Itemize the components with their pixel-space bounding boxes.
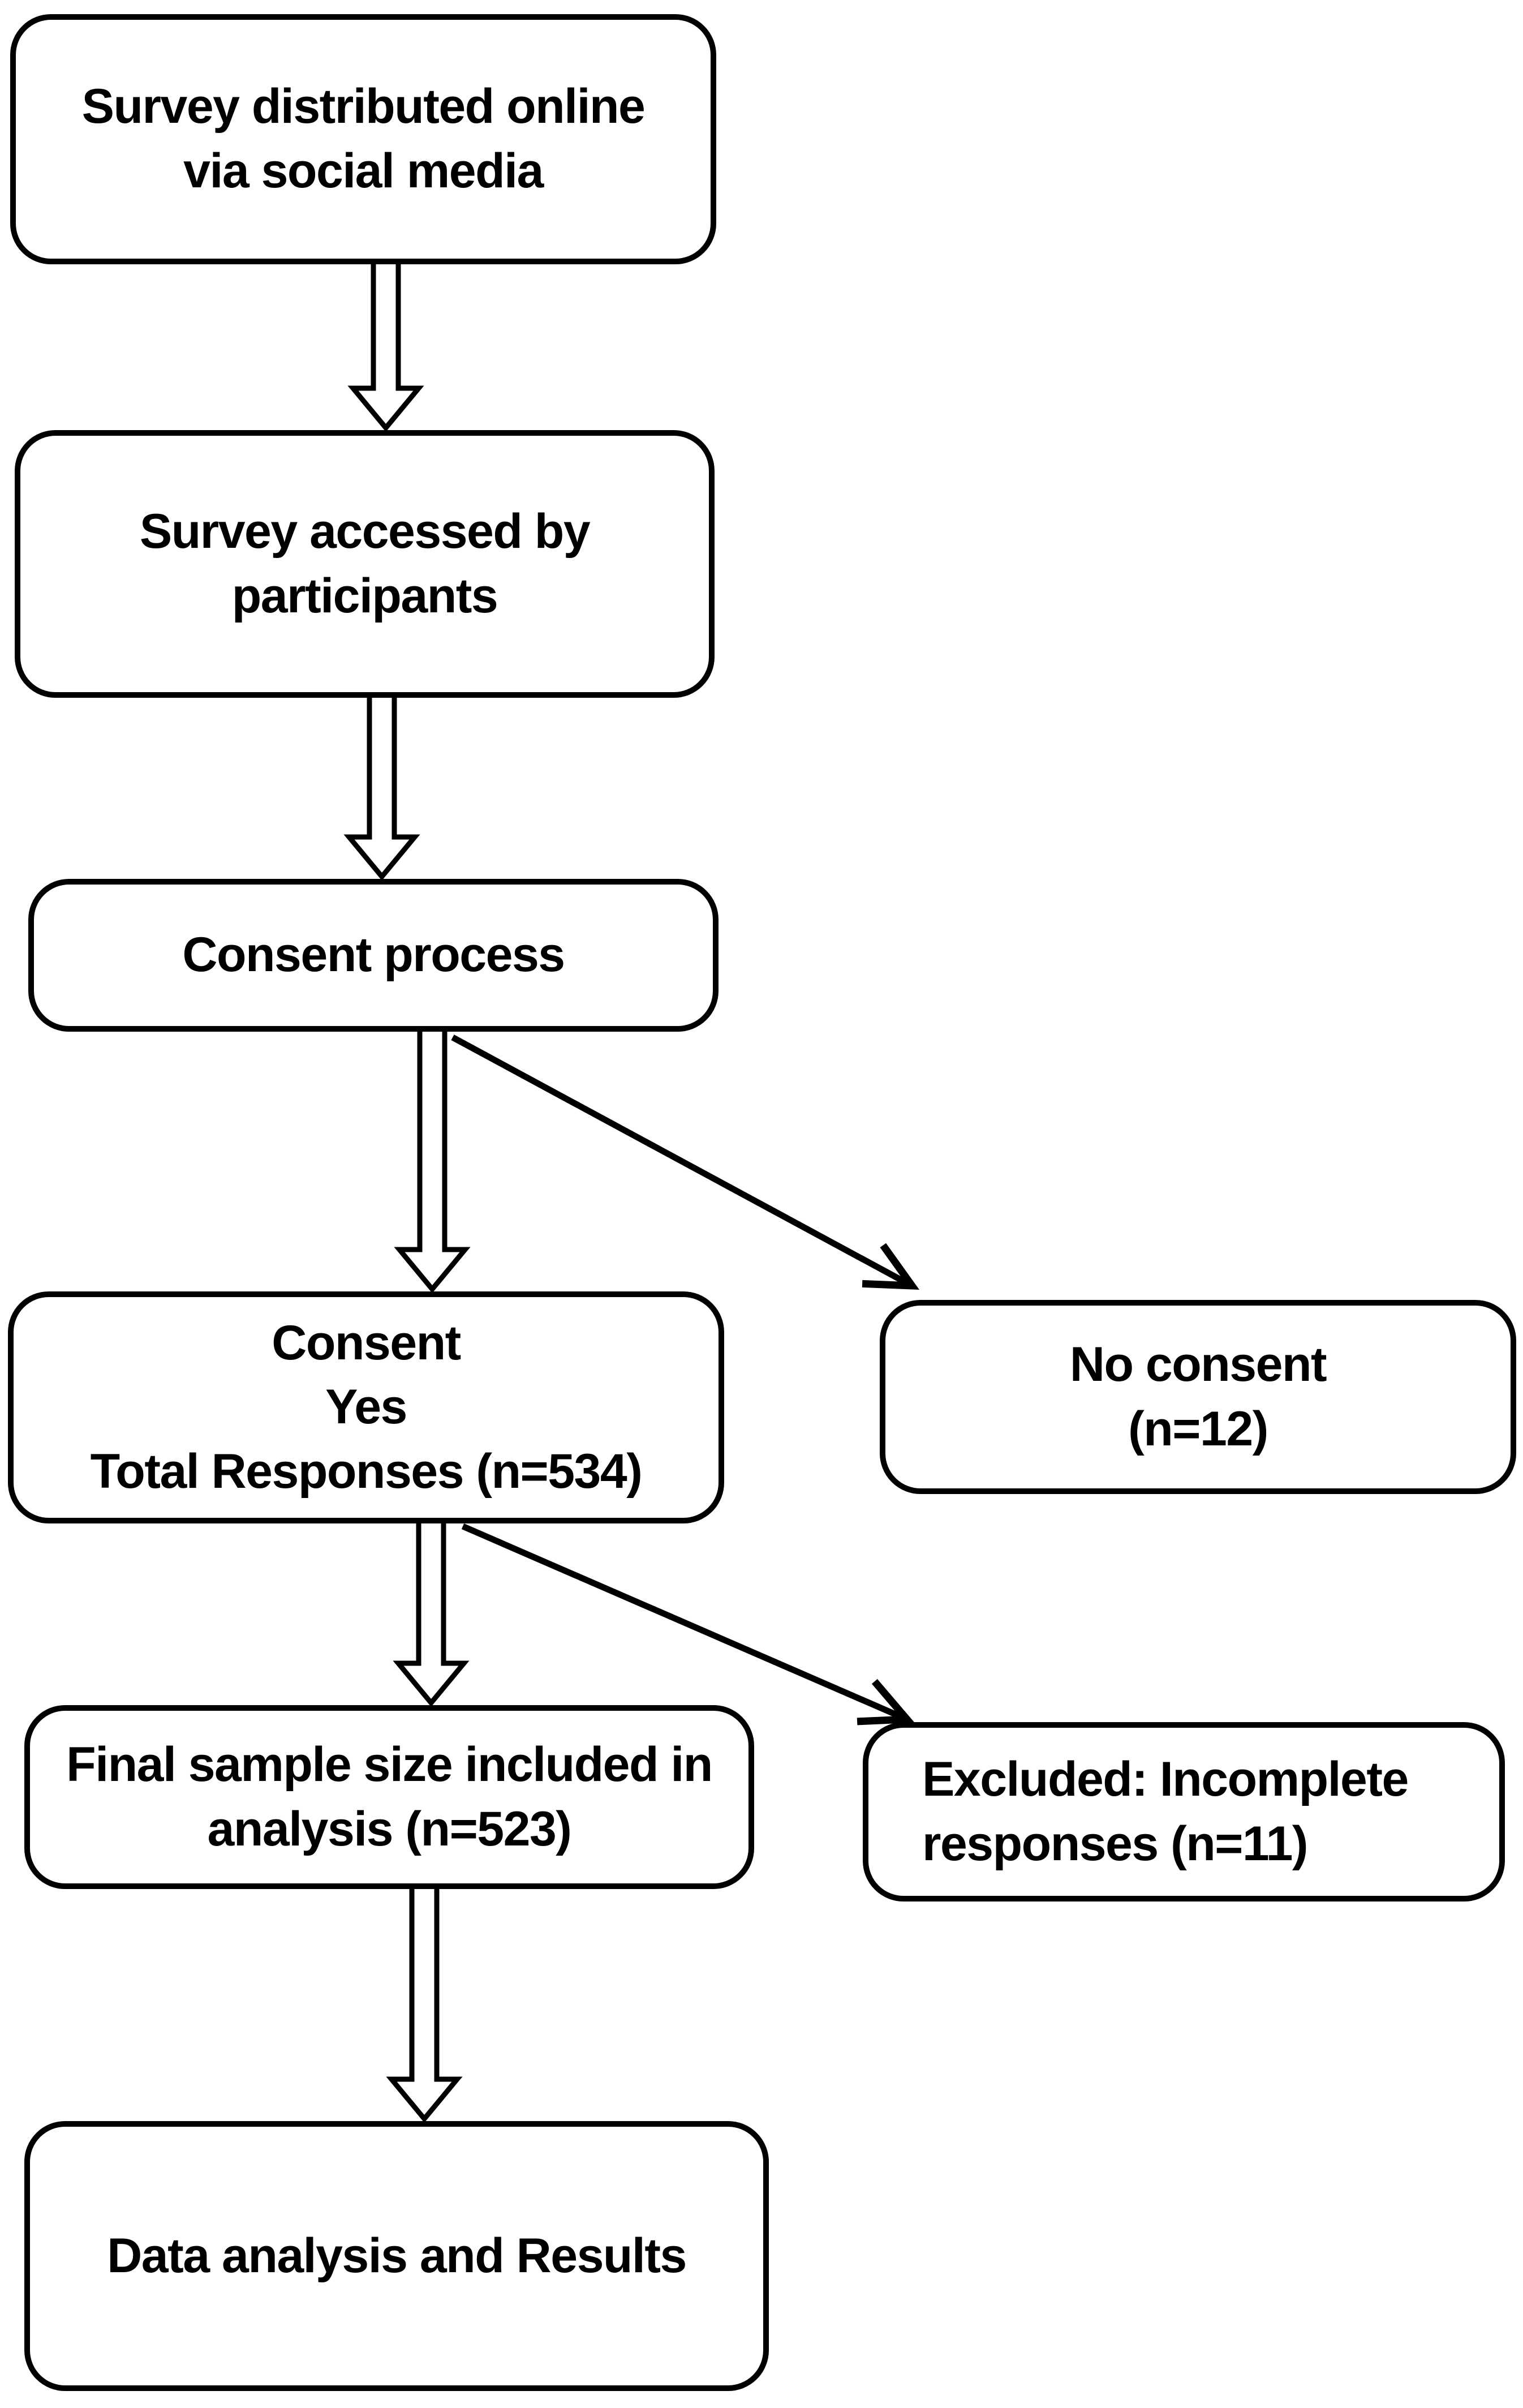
node-consent-yes-line: Consent [272,1315,461,1370]
node-no-consent-line: No consent [1069,1337,1327,1392]
node-consent-yes-line: Yes [325,1380,407,1435]
node-survey-distributed-line: Survey distributed online [81,79,646,134]
block-arrow-consent-process-to-consent-yes [394,1032,471,1294]
block-arrow-final-sample-to-data-analysis [386,1889,463,2123]
node-final-sample-line: Final sample size included in [66,1737,713,1792]
node-final-sample-line: analysis (n=523) [207,1801,572,1856]
line-arrow-consent-yes-to-excluded [461,1523,915,1725]
node-excluded-line: Excluded: Incomplete [922,1752,1409,1806]
node-survey-accessed-line: participants [231,568,498,623]
node-survey-accessed-line: Survey accessed by [139,504,591,559]
node-consent-process-line: Consent process [182,928,565,982]
block-arrow-accessed-to-consent-process [343,698,420,881]
block-arrow-distributed-to-accessed [347,264,424,432]
node-survey-distributed-line: via social media [183,144,544,198]
node-excluded: Excluded: Incomplete responses (n=11) [863,1722,1505,1901]
block-arrow-consent-yes-to-final-sample [393,1523,470,1707]
node-no-consent: No consent (n=12) [880,1300,1516,1494]
node-survey-accessed: Survey accessed by participants [15,430,715,698]
node-consent-process: Consent process [28,879,719,1032]
node-consent-yes-line: Total Responses (n=534) [90,1444,643,1499]
node-no-consent-line: (n=12) [1128,1401,1268,1456]
node-data-analysis: Data analysis and Results [24,2121,769,2391]
node-data-analysis-line: Data analysis and Results [107,2228,687,2283]
node-final-sample: Final sample size included in analysis (n… [24,1705,754,1889]
line-arrow-consent-process-to-no-consent [451,1035,920,1290]
node-survey-distributed: Survey distributed online via social medi… [10,14,716,264]
node-excluded-line: responses (n=11) [922,1816,1309,1871]
